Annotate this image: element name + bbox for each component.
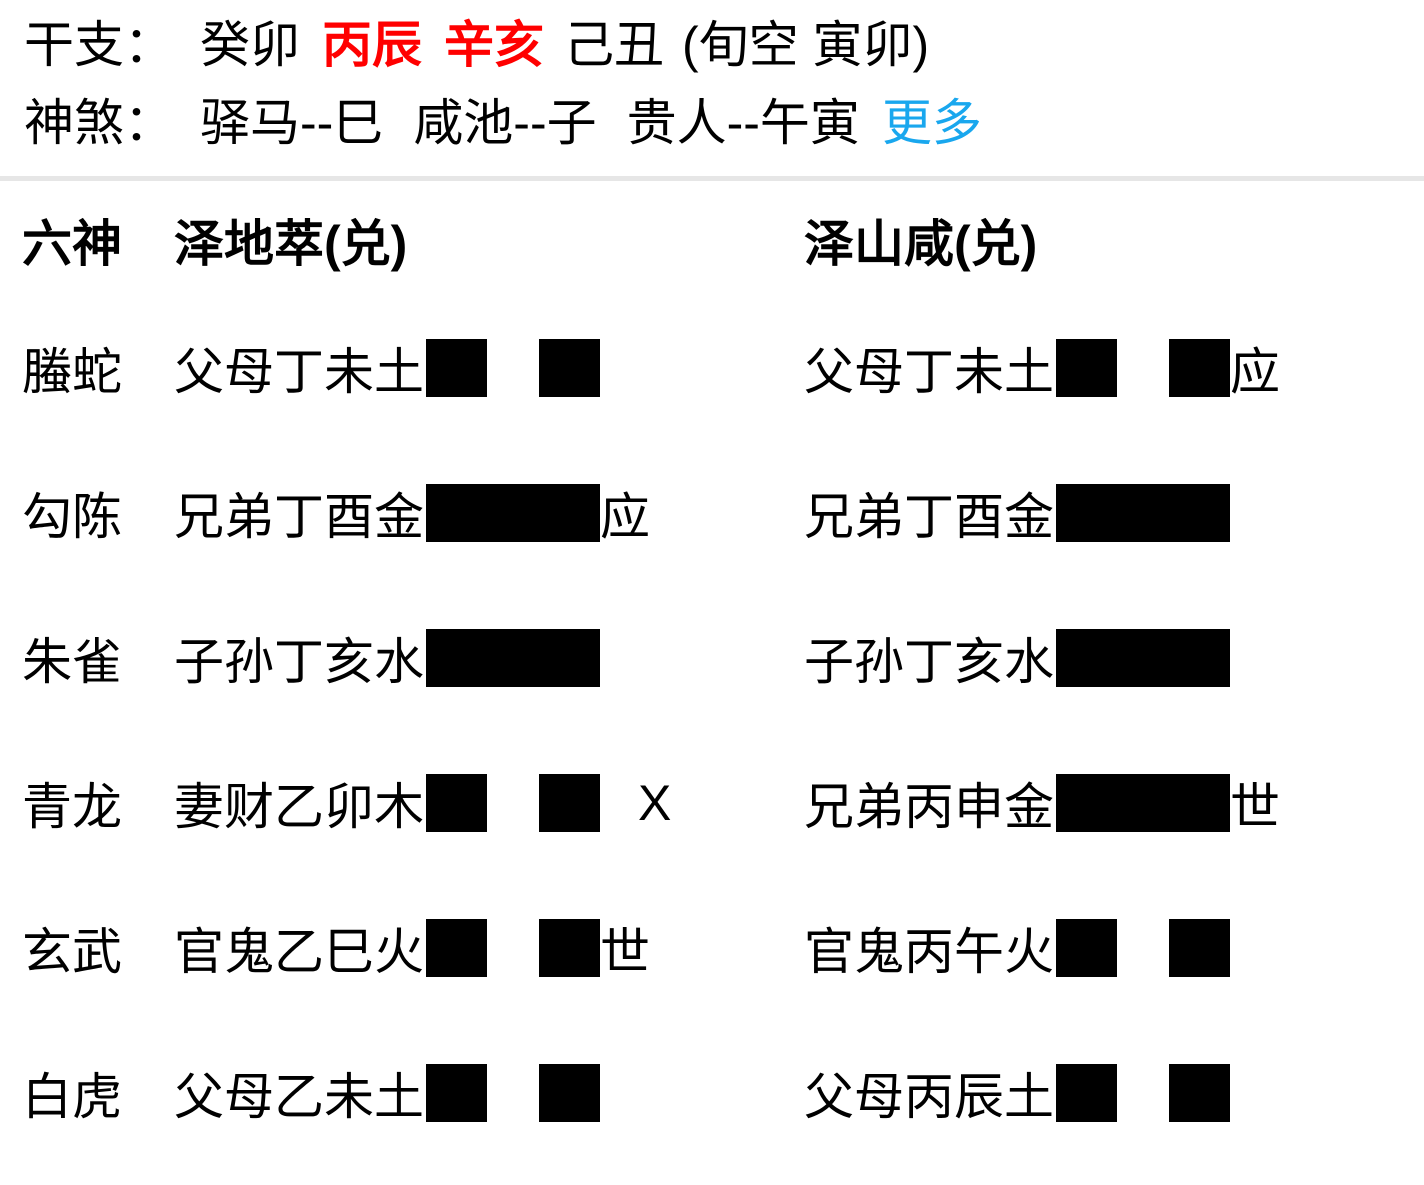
shensha-guiren: 贵人--午寅 xyxy=(626,95,860,151)
liuqin-ganzhi-label: 兄弟丙申金 xyxy=(804,778,1054,835)
original-hexagram-line[interactable]: 玄武 官鬼乙巳火 世 xyxy=(0,912,804,984)
original-hexagram-line[interactable]: 青龙 妻财乙卯木 X xyxy=(0,767,804,839)
yao-line-solid xyxy=(1056,773,1230,832)
ganzhi-day: 辛亥 xyxy=(444,17,544,73)
original-hexagram-line[interactable]: 白虎 父母乙未土 xyxy=(0,1057,804,1129)
liuqin-ganzhi-label: 官鬼丙午火 xyxy=(804,923,1054,980)
changing-line-marker: X xyxy=(638,774,672,831)
shi-ying-marker: 世 xyxy=(600,923,650,980)
original-hexagram-line[interactable]: 朱雀 子孙丁亥水 xyxy=(0,622,804,694)
ganzhi-label: 干支： xyxy=(24,17,174,73)
liushen-label: 玄武 xyxy=(22,923,122,980)
yao-line-broken xyxy=(426,773,600,832)
ganzhi-month: 丙辰 xyxy=(322,17,422,73)
liuqin-ganzhi-label: 官鬼乙巳火 xyxy=(174,923,424,980)
liuqin-ganzhi-label: 兄弟丁酉金 xyxy=(174,488,424,545)
shi-ying-marker: 应 xyxy=(1230,343,1280,400)
yao-line-broken xyxy=(426,1063,600,1122)
shi-ying-marker: 世 xyxy=(1230,778,1280,835)
liushen-label: 白虎 xyxy=(22,1068,122,1125)
table-row: 玄武 官鬼乙巳火 世 官鬼丙午火 xyxy=(0,875,1424,1020)
yao-line-broken xyxy=(426,338,600,397)
left-hexagram-header: 六神 泽地萃(兑) xyxy=(0,207,804,281)
liushen-column-header: 六神 xyxy=(22,216,122,272)
shi-ying-marker: 应 xyxy=(600,488,650,545)
header-divider xyxy=(0,176,1424,181)
shensha-xianchi: 咸池--子 xyxy=(413,95,597,151)
table-row: 青龙 妻财乙卯木 X 兄弟丙申金 世 xyxy=(0,730,1424,875)
yao-line-broken xyxy=(1056,338,1230,397)
shensha-row: 神煞： 驿马--巳 咸池--子 贵人--午寅 更多 xyxy=(24,84,1424,162)
table-row: 勾陈 兄弟丁酉金 应 兄弟丁酉金 xyxy=(0,440,1424,585)
more-link[interactable]: 更多 xyxy=(881,95,982,151)
divination-header: 干支： 癸卯 丙辰 辛亥 己丑 (旬空 寅卯) 神煞： 驿马--巳 咸池--子 … xyxy=(0,0,1424,172)
hexagram-board: 六神 泽地萃(兑) 泽山咸(兑) 螣蛇 父母丁未土 父母丁未土 应 xyxy=(0,181,1424,1165)
shensha-label: 神煞： xyxy=(24,95,174,151)
original-hexagram-line[interactable]: 勾陈 兄弟丁酉金 应 xyxy=(0,477,804,549)
liuqin-ganzhi-label: 父母丁未土 xyxy=(804,343,1054,400)
liuqin-ganzhi-label: 子孙丁亥水 xyxy=(804,633,1054,690)
liuqin-ganzhi-label: 父母乙未土 xyxy=(174,1068,424,1125)
table-row: 螣蛇 父母丁未土 父母丁未土 应 xyxy=(0,295,1424,440)
yao-rows-container: 螣蛇 父母丁未土 父母丁未土 应 勾陈 兄弟丁酉金 应 兄弟丁酉 xyxy=(0,281,1424,1165)
changed-hexagram-line[interactable]: 父母丙辰土 xyxy=(804,1057,1424,1129)
right-hexagram-header: 泽山咸(兑) xyxy=(804,207,1037,281)
yao-line-broken xyxy=(1056,1063,1230,1122)
liuqin-ganzhi-label: 子孙丁亥水 xyxy=(174,633,424,690)
changed-hexagram-line[interactable]: 兄弟丙申金 世 xyxy=(804,767,1424,839)
ganzhi-hour: 己丑 xyxy=(564,17,664,73)
changed-hexagram-line[interactable]: 官鬼丙午火 xyxy=(804,912,1424,984)
xunkong-note: (旬空 寅卯) xyxy=(682,17,930,73)
liushen-label: 勾陈 xyxy=(22,488,122,545)
right-hexagram-name[interactable]: 泽山咸(兑) xyxy=(804,216,1038,272)
yao-line-solid xyxy=(426,628,600,687)
yao-line-solid xyxy=(426,483,600,542)
liushen-label: 朱雀 xyxy=(22,633,122,690)
liuqin-ganzhi-label: 父母丙辰土 xyxy=(804,1068,1054,1125)
original-hexagram-line[interactable]: 螣蛇 父母丁未土 xyxy=(0,332,804,404)
table-row: 白虎 父母乙未土 父母丙辰土 xyxy=(0,1020,1424,1165)
liushen-label: 螣蛇 xyxy=(22,343,122,400)
yao-line-solid xyxy=(1056,483,1230,542)
shensha-yima: 驿马--巳 xyxy=(200,95,384,151)
table-row: 朱雀 子孙丁亥水 子孙丁亥水 xyxy=(0,585,1424,730)
yao-line-broken xyxy=(1056,918,1230,977)
liuqin-ganzhi-label: 妻财乙卯木 xyxy=(174,778,424,835)
yao-line-broken xyxy=(426,918,600,977)
ganzhi-year: 癸卯 xyxy=(200,17,300,73)
left-hexagram-name[interactable]: 泽地萃(兑) xyxy=(174,216,408,272)
liushen-label: 青龙 xyxy=(22,778,122,835)
liuqin-ganzhi-label: 父母丁未土 xyxy=(174,343,424,400)
changed-hexagram-line[interactable]: 父母丁未土 应 xyxy=(804,332,1424,404)
board-header-row: 六神 泽地萃(兑) 泽山咸(兑) xyxy=(0,181,1424,281)
changed-hexagram-line[interactable]: 兄弟丁酉金 xyxy=(804,477,1424,549)
liuqin-ganzhi-label: 兄弟丁酉金 xyxy=(804,488,1054,545)
changed-hexagram-line[interactable]: 子孙丁亥水 xyxy=(804,622,1424,694)
ganzhi-row: 干支： 癸卯 丙辰 辛亥 己丑 (旬空 寅卯) xyxy=(24,6,1424,84)
yao-line-solid xyxy=(1056,628,1230,687)
